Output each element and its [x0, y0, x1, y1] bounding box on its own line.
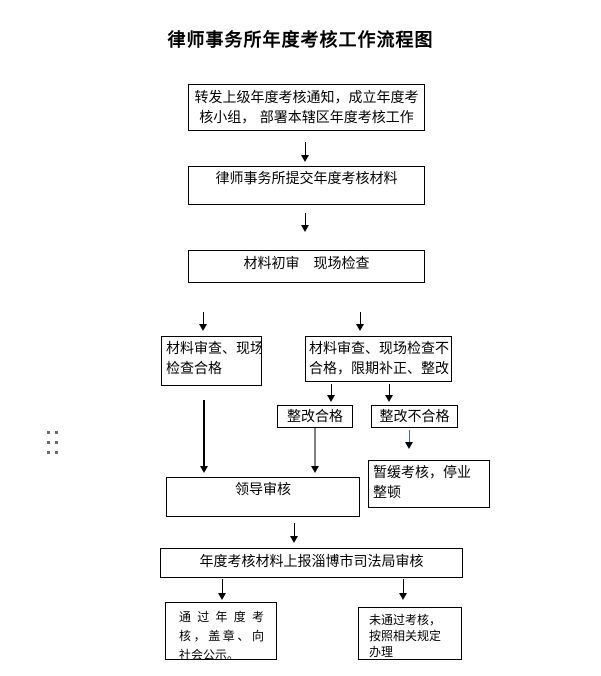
arrow-head	[301, 155, 309, 162]
handle-dot	[47, 431, 50, 434]
arrow-head	[301, 225, 309, 232]
box-text-line: 整改合格	[287, 409, 343, 425]
arrow-stem	[402, 579, 404, 595]
arrow-head	[405, 442, 413, 449]
arrow-report-to-pass-final	[217, 579, 227, 600]
arrow-head	[200, 466, 208, 473]
handle-dot	[55, 451, 58, 454]
arrow-stem	[304, 142, 306, 157]
box-text-line: 按照相关规定	[369, 629, 442, 643]
box-text-line: 领导审核	[235, 482, 291, 498]
box-text-line: 材料审查、现场检查不	[309, 341, 449, 357]
arrow-stem	[293, 523, 295, 538]
box-text-line: 整顿	[373, 485, 401, 501]
box-text-line: 整改不合格	[379, 409, 450, 425]
page-title: 律师事务所年度考核工作流程图	[167, 30, 434, 51]
arrow-review-to-check-pass	[198, 312, 208, 331]
box-text-line: 检查合格	[166, 361, 222, 377]
arrow-submit-to-review	[300, 213, 310, 232]
box-text-line: 合格，限期补正、整改	[309, 361, 449, 377]
box-text-line: 材料审查、现场	[166, 341, 262, 357]
flow-box-leader: 领导审核	[166, 477, 360, 517]
box-text-line: 转发上级年度考核通知，成立年度考	[194, 90, 419, 106]
box-text-line: 年度考核材料上报淄博市司法局审核	[199, 554, 424, 570]
flow-box-pass-final: 通过年度考 核，盖章、向 社会公示。	[165, 602, 277, 660]
arrow-notify-to-submit	[300, 142, 310, 162]
box-text-line: 材料初审 现场检查	[243, 256, 370, 272]
handle-dot	[55, 441, 58, 444]
arrow-leader-to-report	[289, 523, 299, 543]
box-text-line: 暂缓考核，停业	[373, 465, 471, 481]
flow-box-rect-pass: 整改合格	[277, 405, 353, 428]
arrow-head	[399, 593, 407, 600]
box-text-line: 核，盖章、向	[179, 629, 264, 643]
arrow-head	[385, 395, 393, 402]
arrow-head	[356, 324, 364, 331]
arrow-stem	[330, 384, 332, 397]
arrow-head	[199, 324, 207, 331]
flow-box-rect-fail: 整改不合格	[371, 405, 458, 428]
flow-box-fail-final: 未通过考核， 按照相关规定 办理	[358, 607, 462, 660]
box-text-line: 律师事务所提交年度考核材料	[215, 171, 398, 187]
handle-dot	[55, 431, 58, 434]
arrow-stem	[388, 384, 390, 397]
flow-box-submit: 律师事务所提交年度考核材料	[188, 166, 425, 205]
arrow-stem	[203, 400, 205, 468]
arrow-check-pass-to-leader	[199, 400, 209, 473]
flow-box-check-pass: 材料审查、现场 检查合格	[161, 336, 262, 386]
box-text-line: 通过年度考	[179, 610, 264, 624]
arrow-head	[290, 536, 298, 543]
arrow-fail-to-rect-fail	[384, 384, 394, 402]
arrow-stem	[221, 579, 223, 595]
flow-box-check-fail: 材料审查、现场检查不 合格，限期补正、整改	[305, 336, 452, 382]
flow-box-review: 材料初审 现场检查	[188, 250, 425, 283]
box-text-line: 未通过考核，	[369, 613, 442, 627]
handle-dot	[47, 441, 50, 444]
arrow-stem	[314, 428, 316, 468]
arrow-rect-pass-to-leader	[310, 428, 320, 473]
arrow-head	[311, 466, 319, 473]
arrow-stem	[304, 213, 306, 227]
arrow-stem	[359, 312, 361, 326]
box-text-line: 核小组， 部署本辖区年度考核工作	[199, 110, 414, 126]
flow-box-report: 年度考核材料上报淄博市司法局审核	[160, 548, 463, 578]
arrow-review-to-check-fail	[355, 312, 365, 331]
arrow-stem	[408, 430, 410, 444]
arrow-rect-fail-to-suspend	[404, 430, 414, 449]
arrow-report-to-fail-final	[398, 579, 408, 600]
arrow-fail-to-rect-pass	[326, 384, 336, 402]
box-text-line: 社会公示。	[179, 648, 240, 660]
arrow-head	[218, 593, 226, 600]
flow-box-suspend: 暂缓考核，停业 整顿	[368, 460, 490, 508]
box-text-line: 办理	[369, 645, 394, 659]
arrow-stem	[202, 312, 204, 326]
handle-dot	[47, 451, 50, 454]
arrow-head	[327, 395, 335, 402]
flow-box-notify: 转发上级年度考核通知，成立年度考 核小组， 部署本辖区年度考核工作	[188, 84, 425, 131]
drag-dots-icon[interactable]	[47, 431, 58, 454]
